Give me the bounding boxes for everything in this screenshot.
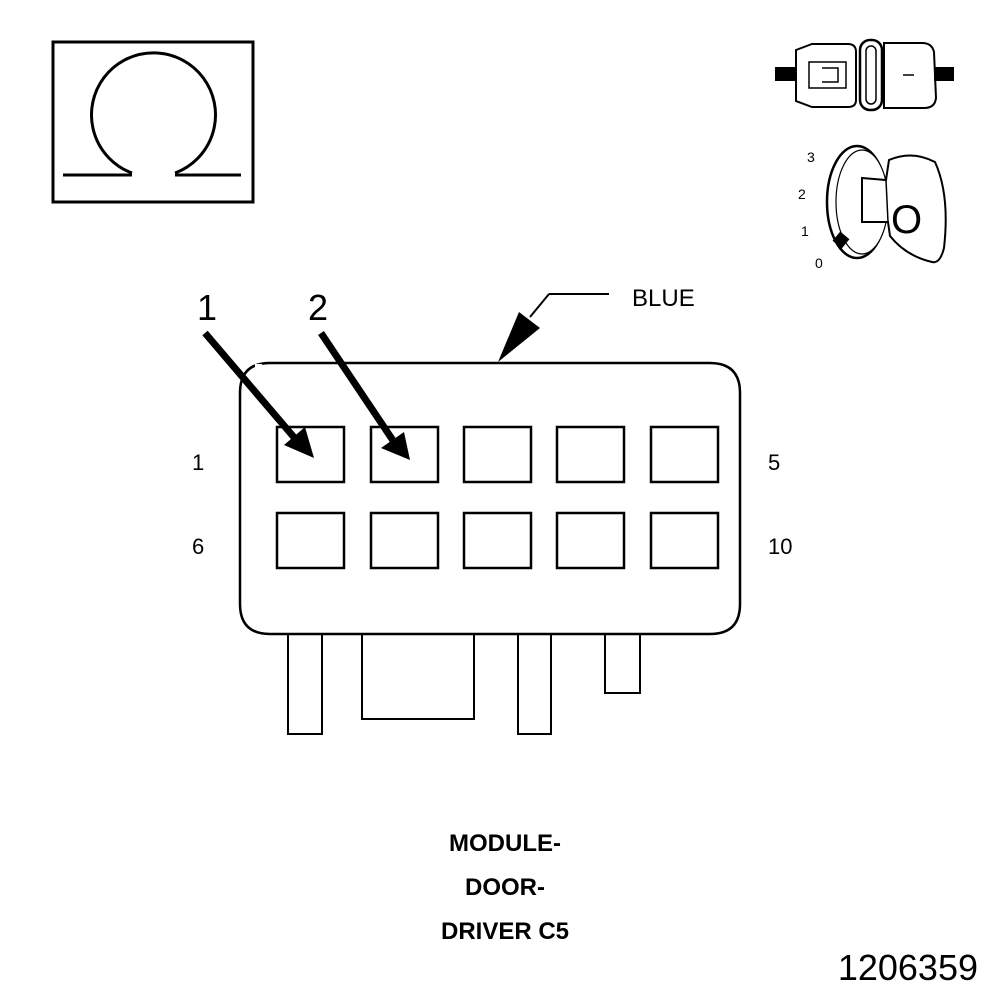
connector-color-label: BLUE xyxy=(632,285,695,312)
cavity-4 xyxy=(555,425,626,484)
callout-arrow-2: 2 xyxy=(308,287,410,460)
cavity-9 xyxy=(555,511,626,570)
pin-label-6: 6 xyxy=(192,534,204,559)
ignition-position-3: 3 xyxy=(807,149,815,165)
pin-label-1: 1 xyxy=(192,450,204,475)
cavity-10 xyxy=(649,511,720,570)
callout-label-2: 2 xyxy=(308,287,328,328)
cavity-7 xyxy=(369,511,440,570)
caption-line-2: DOOR- xyxy=(465,874,545,901)
callout-label-1: 1 xyxy=(197,287,217,328)
color-callout: BLUE xyxy=(498,285,695,362)
caption-line-1: MODULE- xyxy=(449,830,561,857)
ignition-key-icon: 3 2 1 0 O xyxy=(798,144,947,271)
pin-label-10: 10 xyxy=(768,534,792,559)
callout-arrow-1: 1 xyxy=(197,287,314,458)
figure-id: 1206359 xyxy=(838,947,978,988)
ignition-position-0: 0 xyxy=(815,255,823,271)
ignition-position-1: 1 xyxy=(801,223,809,239)
cavity-8 xyxy=(462,511,533,570)
ignition-key-label: O xyxy=(891,198,922,242)
ignition-position-2: 2 xyxy=(798,186,806,202)
cavity-6 xyxy=(275,511,346,570)
caption-line-3: DRIVER C5 xyxy=(441,918,569,945)
ohm-icon xyxy=(51,40,255,204)
cavity-5 xyxy=(649,425,720,484)
pin-label-5: 5 xyxy=(768,450,780,475)
cavity-3 xyxy=(462,425,533,484)
disconnected-connector-icon xyxy=(775,38,954,112)
